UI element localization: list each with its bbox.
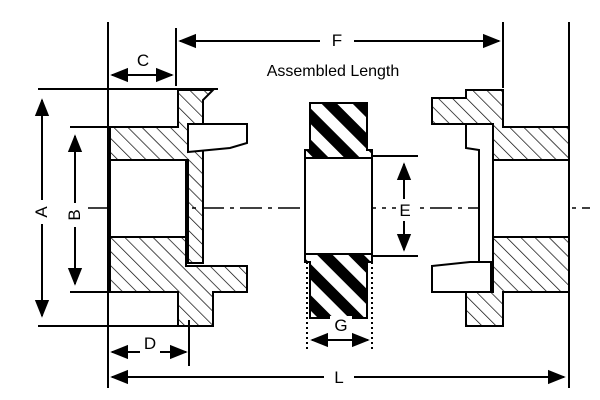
left-hub-bore <box>109 159 187 238</box>
label-backgrounds <box>34 28 414 389</box>
label-c: C <box>137 51 149 70</box>
left-hub <box>109 89 248 327</box>
label-d: D <box>144 334 156 353</box>
left-hub-upper-jaw <box>187 123 248 154</box>
spider-width-guides <box>306 262 373 352</box>
left-hub-lower-section <box>109 236 248 327</box>
dimension-labels: A B C D E F G L Assembled Length <box>32 31 411 387</box>
spider-insert <box>304 102 373 319</box>
right-hub-lower-jaw <box>431 261 492 293</box>
label-b: B <box>65 209 84 220</box>
right-hub-bore <box>492 159 570 238</box>
label-f: F <box>332 31 342 50</box>
label-g: G <box>334 316 347 335</box>
right-hub-upper-section <box>431 89 570 161</box>
label-a: A <box>32 206 51 218</box>
right-hub <box>431 89 570 327</box>
assembled-length-caption: Assembled Length <box>267 63 400 80</box>
label-e: E <box>399 201 410 220</box>
spider-lower-section <box>304 253 373 319</box>
spider-upper-section <box>304 102 373 159</box>
spider-center-body <box>304 157 373 255</box>
label-l: L <box>334 368 343 387</box>
